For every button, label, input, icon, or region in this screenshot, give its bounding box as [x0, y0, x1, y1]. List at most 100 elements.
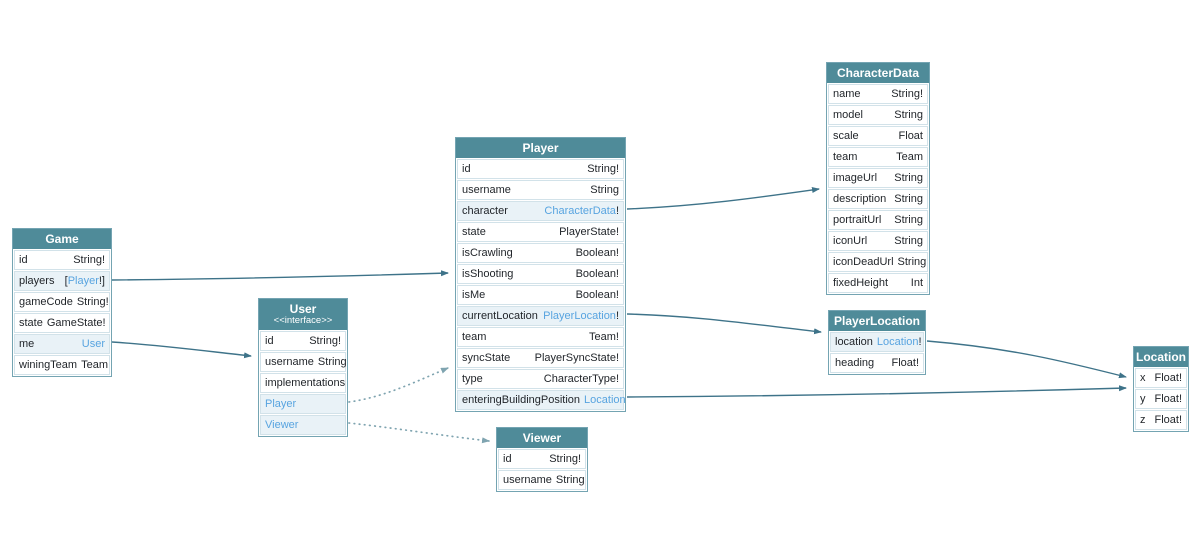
field-row-viewer-id[interactable]: id String!: [498, 449, 586, 469]
type-text: String!: [549, 453, 581, 465]
field-row-user-Viewer[interactable]: Viewer: [260, 415, 346, 435]
type-text: String!: [309, 335, 341, 347]
field-name: scale: [833, 130, 859, 142]
table-header-viewer[interactable]: Viewer: [497, 428, 587, 448]
type-text: !: [615, 310, 619, 322]
field-row-game-players[interactable]: players[Player!]: [14, 271, 110, 291]
type-link[interactable]: Player: [67, 275, 99, 287]
table-header-game[interactable]: Game: [13, 229, 111, 249]
field-name: description: [833, 193, 887, 205]
field-row-characterdata-imageUrl[interactable]: imageUrl String: [828, 168, 928, 188]
field-type: String!: [549, 453, 581, 465]
type-link[interactable]: User: [81, 338, 105, 350]
field-type: String!: [309, 335, 341, 347]
table-header-characterdata[interactable]: CharacterData: [827, 63, 929, 83]
field-row-user-Player[interactable]: Player: [260, 394, 346, 414]
field-type: Location!: [877, 336, 922, 348]
field-row-user-username[interactable]: username String: [260, 352, 347, 372]
type-link[interactable]: Location: [584, 394, 626, 406]
table-header-playerlocation[interactable]: PlayerLocation: [829, 311, 925, 331]
field-type: String: [894, 214, 923, 226]
table-title: Player: [522, 140, 559, 155]
type-link[interactable]: CharacterData: [544, 205, 616, 217]
type-text: Int: [910, 277, 923, 289]
field-row-user-implementations[interactable]: implementations: [260, 373, 346, 393]
type-text: Team: [896, 151, 923, 163]
field-name: id: [19, 254, 28, 266]
field-name: players: [19, 275, 55, 287]
field-row-game-id[interactable]: id String!: [14, 250, 110, 270]
type-text: Team!: [589, 331, 619, 343]
table-header-location[interactable]: Location: [1134, 347, 1188, 367]
field-type: String!: [73, 254, 105, 266]
field-type: Boolean!: [576, 247, 619, 259]
type-text: Float!: [1154, 372, 1182, 384]
edge-playerlocation-location-to-location: [926, 340, 1127, 379]
type-text: PlayerSyncState!: [534, 352, 619, 364]
field-type: Float!: [1154, 414, 1182, 426]
field-name: id: [503, 453, 512, 465]
field-name: username: [462, 184, 511, 196]
field-link[interactable]: Player: [265, 398, 297, 410]
field-type: String: [894, 172, 923, 184]
field-type: String: [318, 356, 347, 368]
field-name: state: [19, 317, 43, 329]
type-text: Float!: [1154, 414, 1182, 426]
field-link[interactable]: Viewer: [265, 419, 299, 431]
field-name: isShooting: [462, 268, 514, 280]
field-name: type: [462, 373, 483, 385]
type-text: String: [317, 356, 347, 368]
type-link[interactable]: Location: [876, 336, 919, 348]
type-text: String: [894, 214, 923, 226]
field-name: username: [265, 356, 314, 368]
type-text: GameState!: [46, 317, 106, 329]
field-type: Float!: [891, 357, 919, 369]
field-type: String!: [587, 163, 619, 175]
table-header-player[interactable]: Player: [456, 138, 625, 158]
field-row-characterdata-description[interactable]: description String: [828, 189, 928, 209]
field-type: Team: [896, 151, 923, 163]
type-text: !]: [98, 275, 105, 287]
type-text: String: [894, 109, 923, 121]
type-link[interactable]: PlayerLocation: [543, 310, 616, 322]
field-name: imageUrl: [833, 172, 878, 184]
type-text: String: [894, 193, 923, 205]
table-title: Game: [45, 231, 79, 246]
field-type: Float!: [1154, 372, 1182, 384]
table-header-user[interactable]: User<<interface>>: [259, 299, 347, 330]
